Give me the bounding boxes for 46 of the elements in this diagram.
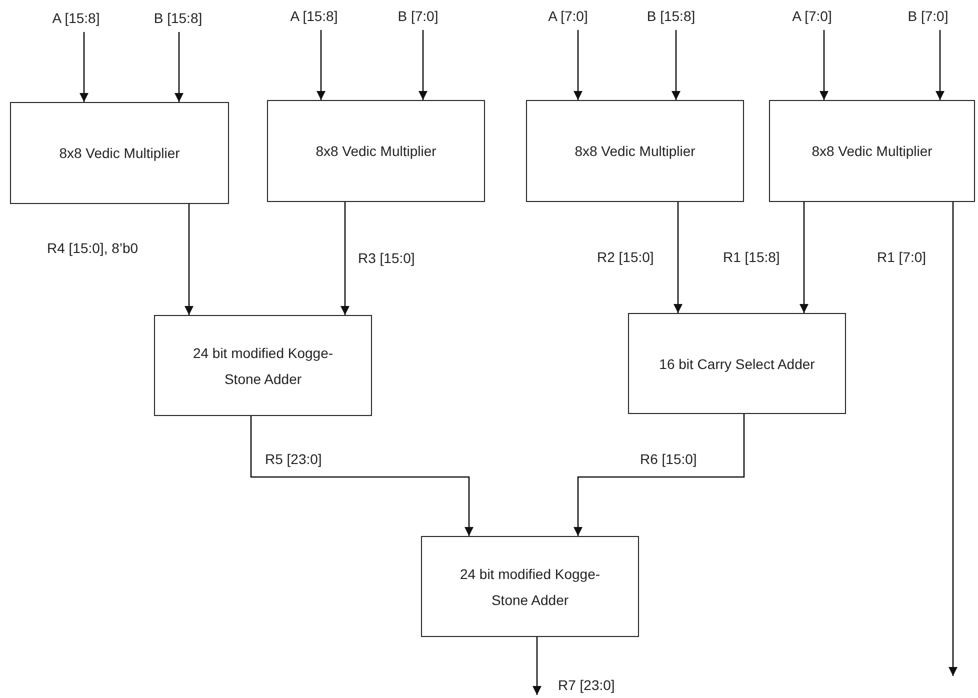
signal-label: A [7:0] [784,8,840,24]
edge-label: R1 [15:8] [722,249,781,265]
arrow [948,202,958,676]
block-box [769,100,975,202]
arrow [250,416,474,536]
arrow [340,202,350,315]
edge-label: R2 [15:0] [596,249,655,265]
signal-label: B [7:0] [388,8,448,24]
block-box [10,102,229,204]
arrow [672,30,680,100]
block-label: 8x8 Vedic Multiplier [59,144,180,163]
block-label: 24 bit modified Kogge-Stone Adder [458,564,602,610]
block-label: 8x8 Vedic Multiplier [316,142,436,161]
block-box [154,315,372,416]
arrow [820,30,828,100]
block-label: 8x8 Vedic Multiplier [574,142,696,161]
arrow [174,32,184,102]
edge-label: R5 [23:0] [264,451,323,467]
arrow [532,637,542,695]
block-label: 24 bit modified Kogge-Stone Adder [192,344,334,388]
arrow [674,202,682,313]
arrow [800,202,808,313]
edge-label: R4 [15:0], 8’b0 [46,240,140,256]
arrow [574,30,582,100]
block-box [628,313,846,414]
signal-label: B [7:0] [900,8,956,24]
arrow [418,30,428,100]
arrow [936,30,944,100]
signal-label: B [15:8] [146,10,210,26]
arrow [316,30,326,100]
arrow [574,414,745,536]
edge-label: R7 [23:0] [557,677,616,693]
edge-label: R6 [15:0] [639,451,698,467]
signal-label: A [15:8] [44,10,108,26]
block-label: 8x8 Vedic Multiplier [812,142,932,161]
block-box [526,100,744,202]
block-box [267,100,485,202]
signal-label: B [15:8] [638,8,704,24]
arrow [184,204,194,315]
edge-label: R3 [15:0] [357,250,416,266]
edge-label: R1 [7:0] [876,249,928,265]
arrow [80,32,88,102]
signal-label: A [7:0] [540,8,596,24]
block-box [421,536,639,637]
block-label: 16 bit Carry Select Adder [659,354,815,374]
signal-label: A [15:8] [282,8,346,24]
